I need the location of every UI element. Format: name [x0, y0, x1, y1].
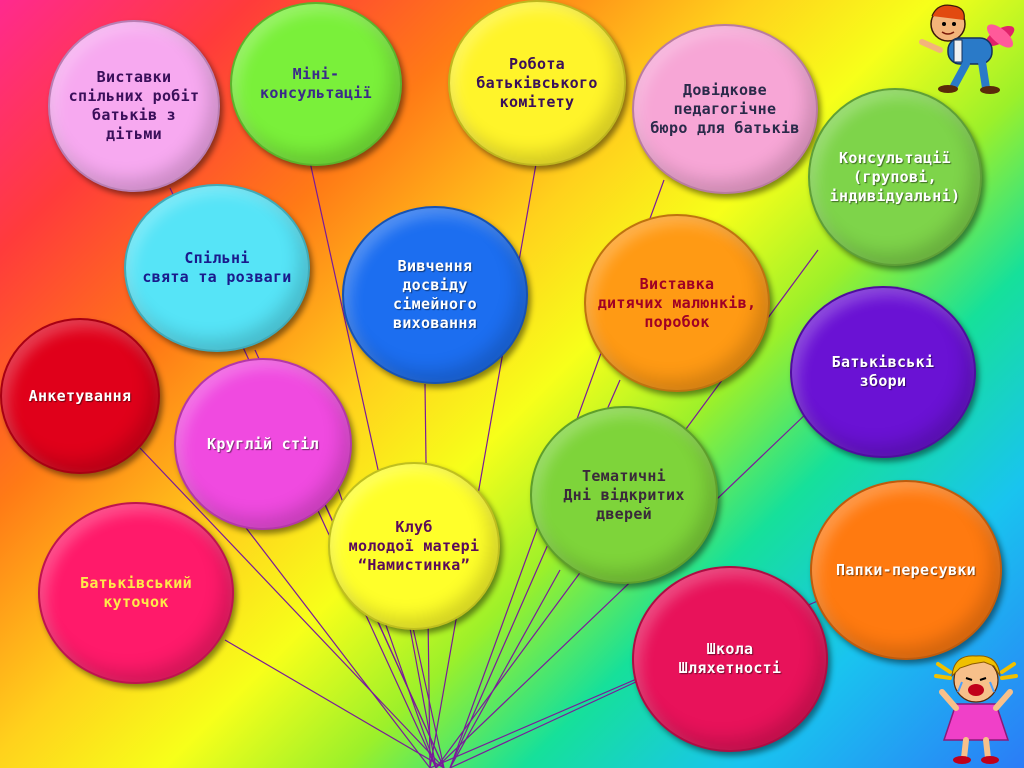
balloon-mini-konsultatsii: Міні- консультації — [230, 2, 402, 166]
balloon-robota-komitetu: Робота батьківського комітету — [448, 0, 626, 166]
balloon-label: Консультації (групові, індивідуальні) — [829, 148, 961, 205]
balloon-label: Батьківський куточок — [80, 574, 192, 611]
flying-boy-icon — [919, 4, 1015, 94]
balloon-vyvchennia-dosvidu: Вивчення досвіду сімейного виховання — [342, 206, 528, 384]
balloon-string — [239, 519, 431, 768]
balloon-label: Виставки спільних робіт батьків з дітьми — [68, 68, 200, 143]
balloon-string — [309, 161, 445, 768]
balloon-string — [449, 569, 561, 768]
balloon-label: Батьківські збори — [831, 353, 935, 390]
balloon-label: Вивчення досвіду сімейного виховання — [393, 257, 477, 332]
balloon-label: Анкетування — [28, 386, 132, 405]
balloon-label: Школа Шляхетності — [678, 640, 782, 677]
balloon-tematychni-dni: Тематичні Дні відкритих дверей — [530, 406, 718, 584]
balloon-label: Тематичні Дні відкритих дверей — [563, 466, 685, 523]
balloon-vystavky: Виставки спільних робіт батьків з дітьми — [48, 20, 220, 192]
balloon-kruglyi-stil: Круглій стіл — [174, 358, 352, 530]
crying-girl-icon — [934, 655, 1018, 764]
balloon-string — [224, 639, 445, 768]
balloon-string — [139, 447, 445, 768]
balloon-dovidkove-biuro: Довідкове педагогічне бюро для батьків — [632, 24, 818, 194]
balloon-label: Виставка дитячих малюнків, поробок — [597, 274, 757, 331]
balloon-label: Клуб молодої матері “Намистинка” — [348, 517, 480, 574]
balloon-batkivski-zbory: Батьківські збори — [790, 286, 976, 458]
balloon-string — [409, 627, 437, 768]
balloon-spilni-sviata: Спільні свята та розваги — [124, 184, 310, 352]
balloon-label: Робота батьківського комітету — [476, 54, 598, 111]
balloon-konsultatsii: Консультації (групові, індивідуальні) — [808, 88, 982, 266]
balloon-label: Довідкове педагогічне бюро для батьків — [650, 80, 800, 137]
balloon-label: Круглій стіл — [207, 434, 319, 453]
balloon-label: Спільні свята та розваги — [142, 249, 292, 286]
balloon-label: Папки-пересувки — [836, 560, 976, 579]
balloon-batkivskyi-kutochok: Батьківський куточок — [38, 502, 234, 684]
balloon-label: Міні- консультації — [260, 65, 372, 102]
balloon-shkola-shliakhetnosti: Школа Шляхетності — [632, 566, 828, 752]
balloon-vystavka-maliunkiv: Виставка дитячих малюнків, поробок — [584, 214, 770, 392]
balloon-klub-namystynka: Клуб молодої матері “Намистинка” — [328, 462, 500, 630]
balloon-string — [435, 409, 811, 768]
balloon-papky-peresuvky: Папки-пересувки — [810, 480, 1002, 660]
balloon-string — [449, 679, 641, 768]
balloon-anketuvannia: Анкетування — [0, 318, 160, 474]
